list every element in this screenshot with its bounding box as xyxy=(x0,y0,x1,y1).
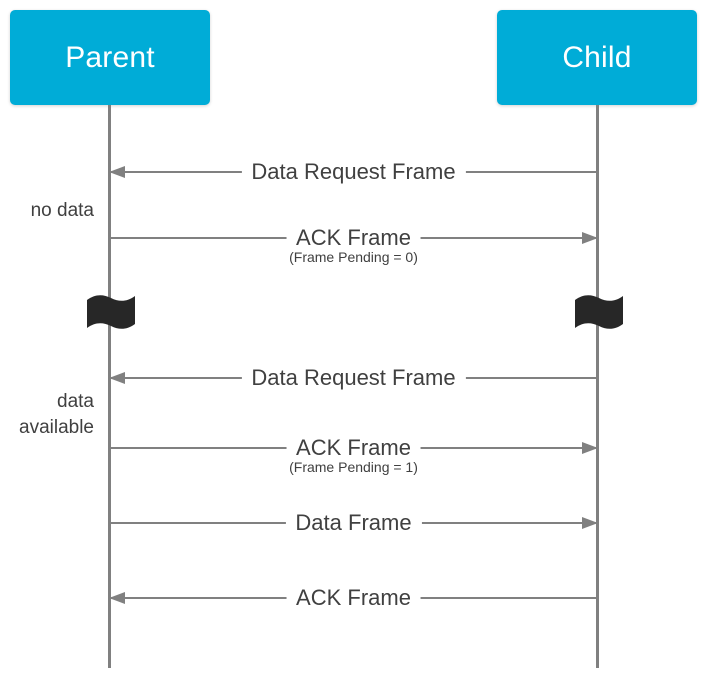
actor-label-parent: Parent xyxy=(65,40,155,74)
arrowhead-left-icon xyxy=(109,372,125,384)
lifeline-child xyxy=(596,105,599,668)
message-label: Data Request Frame xyxy=(241,367,466,389)
actor-box-child: Child xyxy=(497,10,697,105)
arrowhead-right-icon xyxy=(582,517,598,529)
message-label: Data Frame xyxy=(285,512,422,534)
message-label: Data Request Frame xyxy=(241,161,466,183)
arrowhead-right-icon xyxy=(582,232,598,244)
message-label: ACK Frame xyxy=(286,227,421,249)
side-note-no-data: no data xyxy=(30,200,94,221)
message-sublabel: (Frame Pending = 0) xyxy=(283,249,424,266)
message-label: ACK Frame xyxy=(286,587,421,609)
message-sublabel: (Frame Pending = 1) xyxy=(283,459,424,476)
time-break-icon-parent xyxy=(85,292,137,332)
lifeline-parent xyxy=(108,105,111,668)
arrowhead-left-icon xyxy=(109,592,125,604)
actor-label-child: Child xyxy=(562,40,632,74)
arrowhead-left-icon xyxy=(109,166,125,178)
message-label: ACK Frame xyxy=(286,437,421,459)
arrowhead-right-icon xyxy=(582,442,598,454)
actor-box-parent: Parent xyxy=(10,10,210,105)
side-note-data-available: data available xyxy=(19,391,94,439)
time-break-icon-child xyxy=(573,292,625,332)
